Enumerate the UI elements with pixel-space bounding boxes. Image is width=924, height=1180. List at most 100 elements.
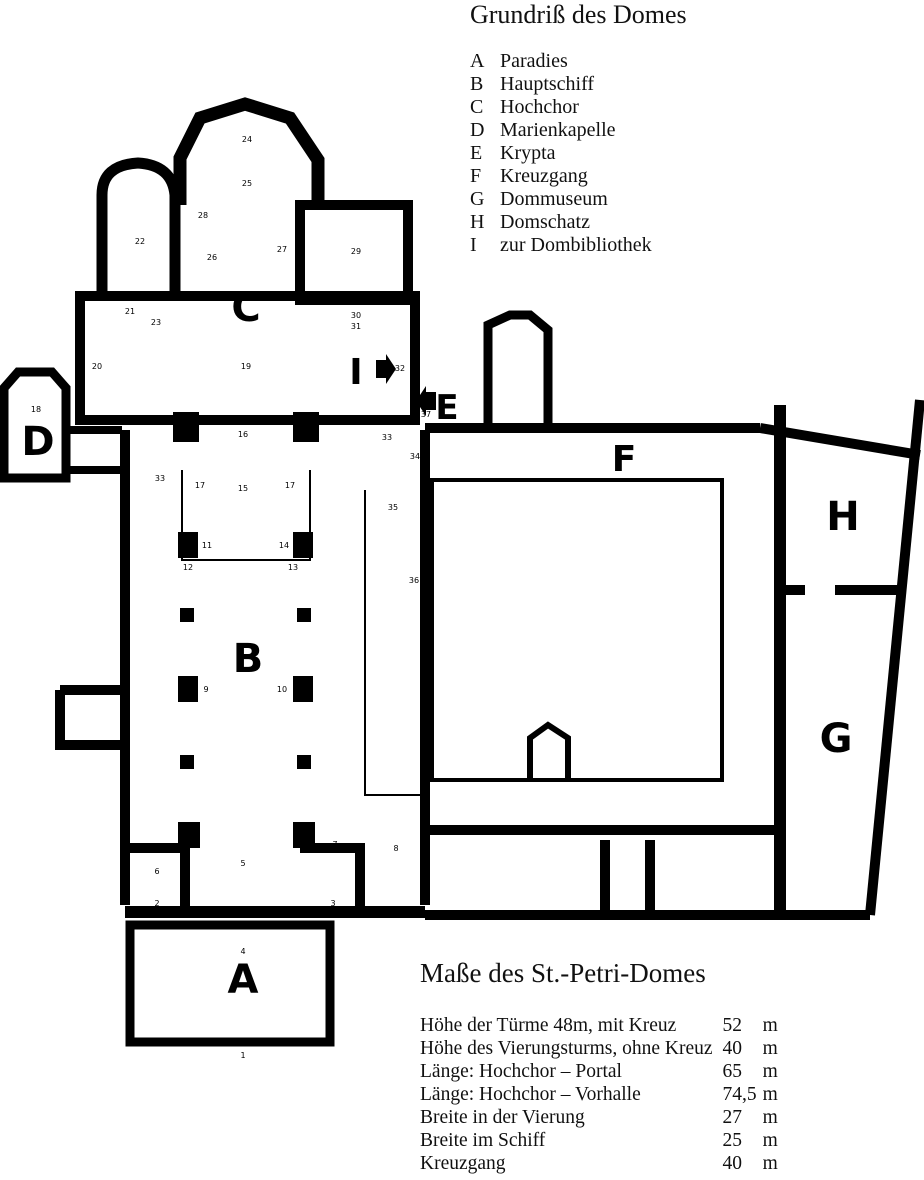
pier-14	[293, 532, 313, 558]
wall-south-bays	[600, 840, 655, 915]
pier-nave-4	[297, 755, 311, 769]
legend-key: H	[470, 211, 485, 233]
zone-label-e: E	[435, 388, 458, 428]
zone-label-a: A	[228, 957, 259, 1003]
legend-key: C	[470, 96, 484, 118]
wall-domschatz-north	[759, 423, 921, 460]
zone-label-c: C	[231, 285, 260, 331]
plan-number: 33	[155, 474, 165, 483]
plan-number: 5	[240, 859, 245, 868]
legend-key: I	[470, 234, 477, 256]
legend-item: F Kreuzgang	[470, 165, 652, 188]
legend-item: H Domschatz	[470, 211, 652, 234]
plan-number: 29	[351, 247, 361, 256]
dimension-value: 40	[722, 1153, 743, 1174]
wall-marienkapelle	[0, 367, 71, 483]
pier-crossing-ne	[293, 412, 319, 442]
dimension-unit: m	[762, 1061, 778, 1082]
dimension-value: 52	[722, 1015, 743, 1036]
dimension-label: Länge: Hochchor – Portal	[420, 1061, 622, 1082]
wall-cloister-inner	[430, 478, 724, 782]
legend-label: Domschatz	[500, 211, 590, 233]
dimension-label: Höhe des Vierungsturms, ohne Kreuz	[420, 1038, 713, 1059]
arrow-left-icon	[416, 386, 436, 416]
plan-number: 15	[238, 484, 248, 493]
dimension-unit: m	[762, 1015, 778, 1036]
plan-number: 9	[203, 685, 208, 694]
dimension-value: 65	[722, 1061, 743, 1082]
wall-nave	[120, 430, 430, 905]
zone-label-f: F	[612, 439, 637, 480]
plan-number: 25	[242, 179, 252, 188]
legend-item: G Dommuseum	[470, 188, 652, 211]
pier-10	[293, 676, 313, 702]
plan-number: 34	[410, 452, 420, 461]
dimension-row: Höhe des Vierungsturms, ohne Kreuz 40 m	[420, 1037, 778, 1060]
dimension-label: Breite im Schiff	[420, 1130, 546, 1151]
plan-number: 6	[154, 867, 159, 876]
plan-number: 16	[238, 430, 248, 439]
plan-number: 17	[285, 481, 295, 490]
wall-room-29	[295, 200, 413, 305]
plan-number: 17	[195, 481, 205, 490]
plan-number: 7	[332, 840, 337, 849]
plan-number: 12	[183, 563, 193, 572]
dimension-value: 40	[722, 1038, 743, 1059]
dimension-label: Breite in der Vierung	[420, 1107, 585, 1128]
legend-label: Kreuzgang	[500, 165, 588, 187]
legend-label: Krypta	[500, 142, 556, 164]
legend-title: Grundriß des Domes	[470, 0, 687, 29]
plan-number: 31	[351, 322, 361, 331]
pier-nave-3	[180, 755, 194, 769]
plan-number: 23	[151, 318, 161, 327]
pier-9	[178, 676, 198, 702]
plan-number: 20	[92, 362, 102, 371]
plan-number: 8	[393, 844, 398, 853]
zone-label-g: G	[820, 716, 853, 762]
legend-label: Dommuseum	[500, 188, 608, 210]
legend-key: F	[470, 165, 482, 187]
wall-cloister-chapel	[483, 310, 553, 428]
legend-key: G	[470, 188, 485, 210]
plan-number: 32	[395, 364, 405, 373]
zone-label-h: H	[826, 494, 859, 540]
wall-choir-screen	[181, 470, 311, 561]
dimension-value: 74,5	[722, 1084, 757, 1105]
pier-nave-1	[180, 608, 194, 622]
legend-label: Hauptschiff	[500, 73, 595, 95]
dimension-unit: m	[762, 1107, 778, 1128]
plan-number: 26	[207, 253, 217, 262]
dimension-label: Länge: Hochchor – Vorhalle	[420, 1084, 641, 1105]
dimension-unit: m	[762, 1038, 778, 1059]
plan-number: 21	[125, 307, 135, 316]
plan-number: 36	[409, 576, 419, 585]
pier-11	[178, 532, 198, 558]
legend-key: A	[470, 50, 485, 72]
plan-number: 18	[31, 405, 41, 414]
legend-label: zur Dombibliothek	[500, 234, 652, 256]
plan-number: 35	[388, 503, 398, 512]
plan-number: 22	[135, 237, 145, 246]
arrow-right-icon	[376, 354, 396, 384]
plan-number: 27	[277, 245, 287, 254]
wall-chapel-22	[96, 157, 181, 300]
plan-number: 30	[351, 311, 361, 320]
dimension-unit: m	[762, 1153, 778, 1174]
plan-number: 33	[382, 433, 392, 442]
plan-number: 14	[279, 541, 289, 550]
wall-side-porch	[55, 685, 125, 750]
wall-apse	[173, 97, 325, 205]
legend-label: Paradies	[500, 50, 568, 72]
plan-number: 2	[154, 899, 159, 908]
plan-number: 37	[421, 410, 431, 419]
dimension-row: Länge: Hochchor – Portal 65 m	[420, 1060, 778, 1083]
wall-chapel-link	[66, 426, 122, 474]
